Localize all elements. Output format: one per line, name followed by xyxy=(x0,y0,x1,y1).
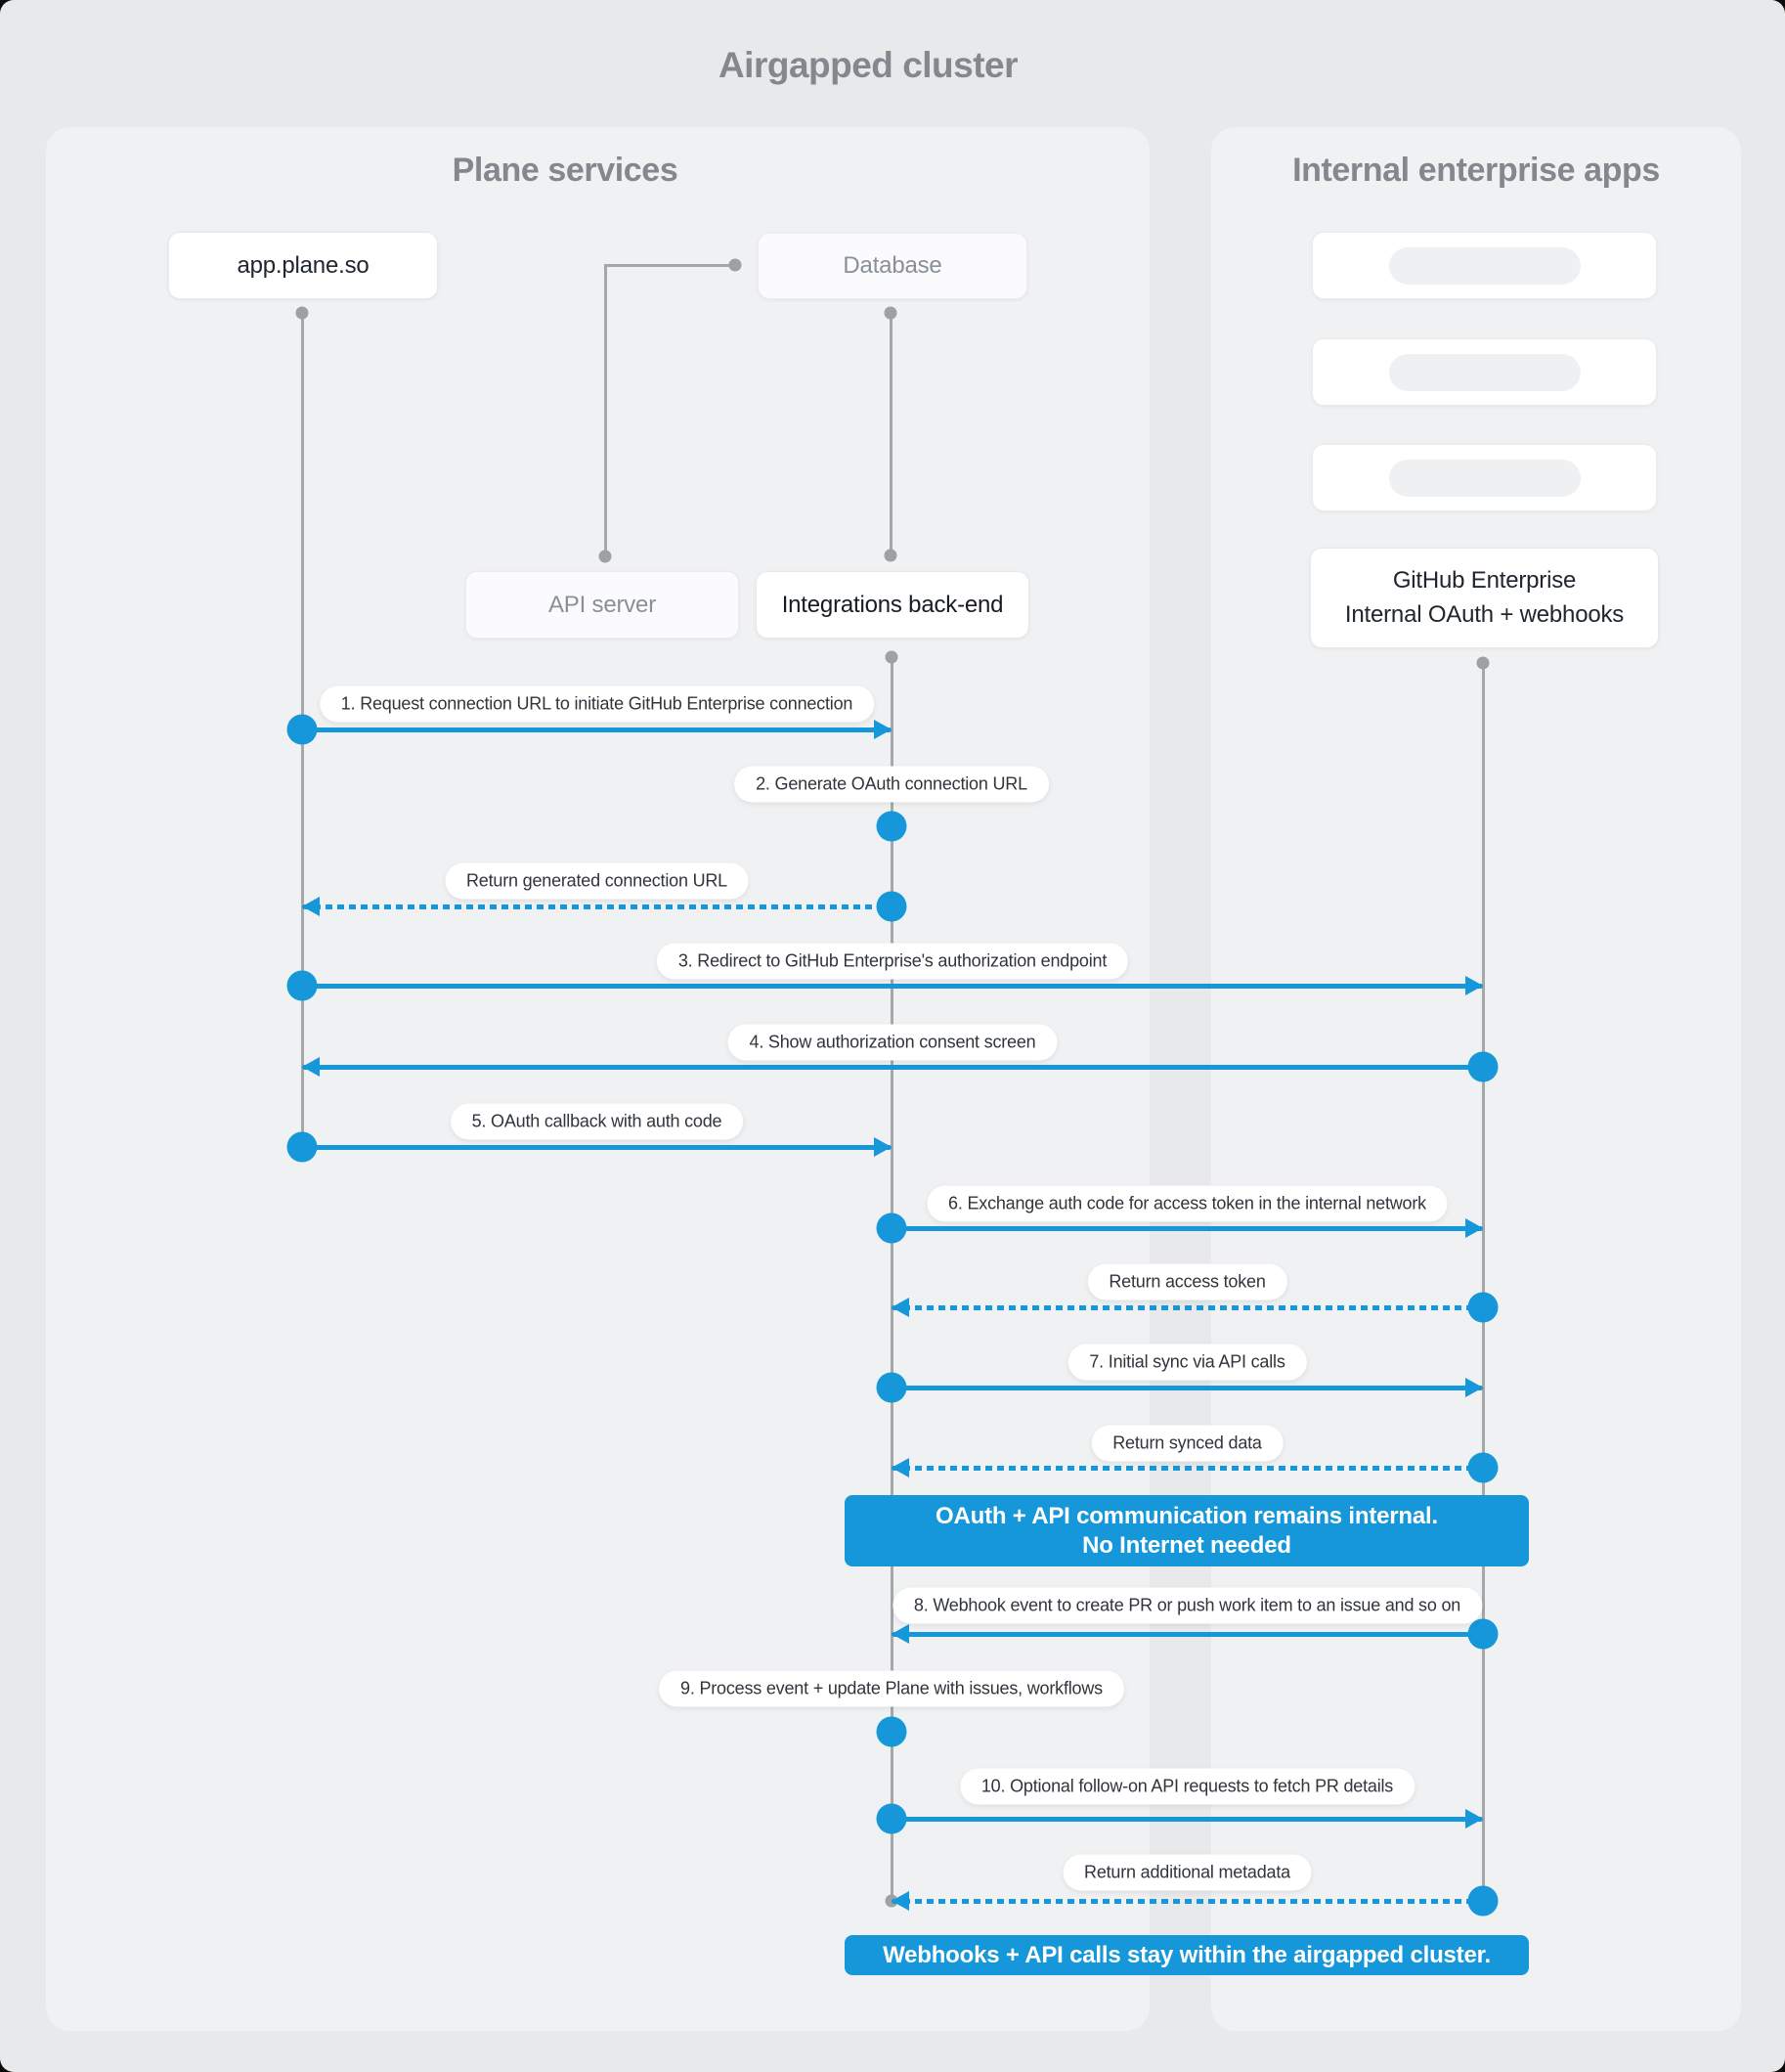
arrowhead-icon xyxy=(892,1298,909,1317)
arrowhead-icon xyxy=(1465,1218,1483,1238)
message-origin-dot xyxy=(1467,1051,1499,1082)
message-origin-dot xyxy=(876,1212,907,1244)
message-label: Return access token xyxy=(1087,1263,1287,1301)
return-arrow xyxy=(892,1898,1483,1904)
arrowhead-icon xyxy=(1465,1809,1483,1829)
message-label: 9. Process event + update Plane with iss… xyxy=(659,1670,1124,1707)
lifeline-endpoint-dot xyxy=(884,549,897,562)
connector-endpoint-dot xyxy=(598,550,612,563)
arrowhead-icon xyxy=(892,1458,909,1477)
message-label: 7. Initial sync via API calls xyxy=(1067,1344,1307,1381)
arrowhead-icon xyxy=(302,1057,320,1077)
lifeline-endpoint-dot xyxy=(295,306,309,320)
message-origin-dot xyxy=(286,714,318,745)
lifeline-integrations-backend xyxy=(890,657,893,1901)
message-origin-dot xyxy=(876,811,907,842)
message-label: 4. Show authorization consent screen xyxy=(727,1024,1058,1061)
lifeline-endpoint-dot xyxy=(885,650,898,664)
placeholder-pill xyxy=(1388,459,1581,497)
message-origin-dot xyxy=(286,1131,318,1163)
lifeline-database-to-integrations xyxy=(889,313,892,555)
message-arrow xyxy=(302,1144,892,1150)
message-origin-dot xyxy=(876,1803,907,1834)
banner-internal-communication: OAuth + API communication remains intern… xyxy=(845,1495,1529,1566)
placeholder-pill xyxy=(1388,353,1581,391)
placeholder-app-box xyxy=(1312,232,1657,299)
placeholder-app-box xyxy=(1312,338,1657,406)
arrowhead-icon xyxy=(874,1137,892,1157)
message-label: 8. Webhook event to create PR or push wo… xyxy=(892,1587,1483,1624)
message-arrow xyxy=(302,983,1483,989)
arrowhead-icon xyxy=(1465,976,1483,995)
message-origin-dot xyxy=(876,1372,907,1403)
arrowhead-icon xyxy=(892,1891,909,1911)
message-origin-dot xyxy=(1467,1618,1499,1650)
node-api-server: API server xyxy=(465,571,739,639)
message-origin-dot xyxy=(876,891,907,922)
message-arrow xyxy=(302,1064,1483,1070)
node-github-enterprise: GitHub Enterprise Internal OAuth + webho… xyxy=(1310,548,1659,648)
message-label: 5. OAuth callback with auth code xyxy=(450,1103,744,1140)
message-arrow xyxy=(302,727,892,732)
message-origin-dot xyxy=(1467,1885,1499,1917)
return-arrow xyxy=(892,1465,1483,1471)
node-label-line1: GitHub Enterprise xyxy=(1392,566,1577,594)
message-label: 10. Optional follow-on API requests to f… xyxy=(959,1768,1415,1805)
internal-enterprise-apps-title: Internal enterprise apps xyxy=(1292,152,1660,189)
plane-services-title: Plane services xyxy=(452,152,678,189)
message-label: Return additional metadata xyxy=(1063,1854,1312,1891)
message-label: 1. Request connection URL to initiate Gi… xyxy=(319,685,875,723)
banner-line: Webhooks + API calls stay within the air… xyxy=(883,1941,1491,1968)
message-arrow xyxy=(892,1816,1483,1822)
arrowhead-icon xyxy=(892,1624,909,1644)
node-label: API server xyxy=(547,591,657,618)
message-origin-dot xyxy=(1467,1452,1499,1483)
banner-line: No Internet needed xyxy=(1082,1531,1291,1559)
message-origin-dot xyxy=(286,970,318,1001)
node-database: Database xyxy=(758,233,1027,299)
node-label: Integrations back-end xyxy=(781,591,1004,618)
connector-api-server-vertical xyxy=(604,264,607,556)
arrowhead-icon xyxy=(302,897,320,916)
node-label: Database xyxy=(843,252,942,279)
return-arrow xyxy=(302,904,892,909)
arrowhead-icon xyxy=(1465,1378,1483,1397)
message-label: Return generated connection URL xyxy=(445,862,749,900)
message-origin-dot xyxy=(1467,1292,1499,1323)
node-label: app.plane.so xyxy=(237,251,370,279)
placeholder-pill xyxy=(1388,246,1581,285)
node-integrations-backend: Integrations back-end xyxy=(756,571,1029,639)
banner-line: OAuth + API communication remains intern… xyxy=(936,1502,1438,1529)
node-app-plane-so: app.plane.so xyxy=(168,232,438,299)
arrowhead-icon xyxy=(874,720,892,739)
connector-api-server-to-database xyxy=(604,264,735,267)
lifeline-endpoint-dot xyxy=(1476,656,1490,670)
message-label: 6. Exchange auth code for access token i… xyxy=(927,1185,1448,1222)
message-label: 3. Redirect to GitHub Enterprise's autho… xyxy=(656,943,1129,980)
message-origin-dot xyxy=(876,1716,907,1747)
message-label: 2. Generate OAuth connection URL xyxy=(734,766,1049,803)
node-label-line2: Internal OAuth + webhooks xyxy=(1344,600,1625,628)
message-arrow xyxy=(892,1631,1483,1637)
lifeline-endpoint-dot xyxy=(884,306,897,320)
message-label: Return synced data xyxy=(1091,1425,1284,1462)
connector-endpoint-dot xyxy=(728,258,742,272)
message-arrow xyxy=(892,1385,1483,1390)
placeholder-app-box xyxy=(1312,444,1657,511)
plane-services-panel xyxy=(46,127,1150,2031)
diagram-title: Airgapped cluster xyxy=(718,45,1019,85)
banner-airgapped-cluster: Webhooks + API calls stay within the air… xyxy=(845,1935,1529,1975)
message-arrow xyxy=(892,1225,1483,1231)
return-arrow xyxy=(892,1304,1483,1310)
lifeline-github-enterprise xyxy=(1481,663,1485,1901)
